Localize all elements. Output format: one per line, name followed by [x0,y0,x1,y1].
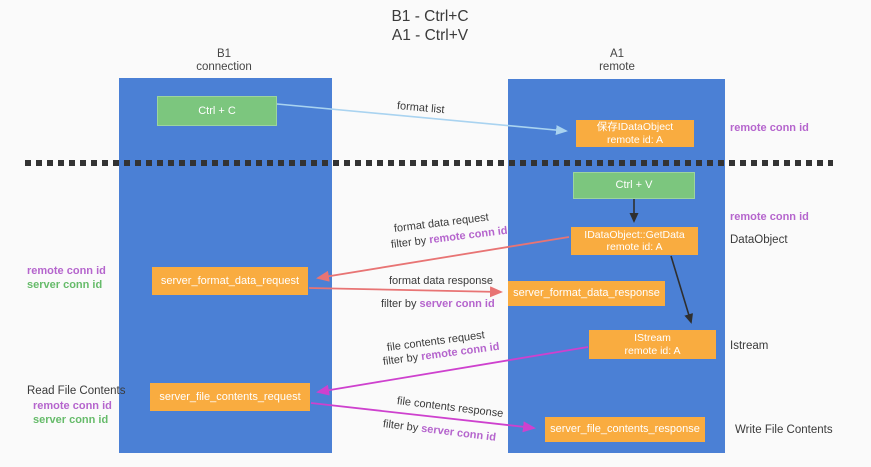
label-file-contents-response: file contents response [396,395,504,420]
annotation-read-file-contents: Read File Contents [27,385,126,397]
label-format-data-response-filter: filter by server conn id [381,298,495,310]
node-ctrl-v: Ctrl + V [573,172,695,199]
node-server-file-contents-response-label: server_file_contents_response [550,423,700,436]
node-server-format-data-response: server_format_data_response [508,281,665,306]
node-server-format-data-request: server_format_data_request [152,267,308,295]
column-b1-role: connection [196,61,252,73]
annotation-remote-conn-id-top: remote conn id [730,122,809,134]
annotation-write-file-contents: Write File Contents [735,424,833,436]
filter-prefix: filter by [381,298,420,310]
annotation-left-remote-conn-id-top: remote conn id [27,265,106,277]
filter-prefix: filter by [390,234,430,251]
node-save-idataobject-line2: remote id: A [606,133,664,146]
node-server-file-contents-response: server_file_contents_response [545,417,705,442]
node-ctrl-c-label: Ctrl + C [198,104,236,117]
diagram-title: B1 - Ctrl+C A1 - Ctrl+V [330,7,530,45]
filter-prefix: filter by [382,418,422,435]
node-server-file-contents-request: server_file_contents_request [150,383,310,411]
annotation-left-server-conn-id-bottom: server conn id [33,414,109,426]
dashed-separator [25,160,833,166]
column-a1-name: A1 [609,48,625,60]
title-line-1: B1 - Ctrl+C [391,8,469,25]
label-file-contents-response-filter: filter by server conn id [382,418,496,444]
column-a1-role: remote [599,61,635,73]
node-idataobject-getdata: IDataObject::GetData remote id: A [571,227,698,255]
column-b1-name: B1 [216,48,232,60]
column-header-a1: A1 remote [542,48,692,74]
annotation-remote-conn-id-mid: remote conn id [730,211,809,223]
node-getdata-line1: IDataObject::GetData [584,228,685,241]
node-server-format-data-request-label: server_format_data_request [160,274,300,287]
arrow-format-data-response [308,286,503,298]
node-ctrl-v-label: Ctrl + V [615,179,653,192]
column-header-b1: B1 connection [149,48,299,74]
label-format-list: format list [396,100,446,117]
node-save-idataobject: 保存IDataObject remote id: A [576,120,694,147]
node-istream: IStream remote id: A [589,330,716,359]
node-save-idataobject-line1: 保存IDataObject [596,121,674,133]
annotation-left-server-conn-id-top: server conn id [27,279,103,291]
label-format-data-response: format data response [389,275,493,287]
node-server-file-contents-request-label: server_file_contents_request [159,390,301,403]
node-getdata-line2: remote id: A [606,241,663,253]
node-istream-line1: IStream [634,332,671,344]
node-istream-line2: remote id: A [624,344,681,357]
node-server-format-data-response-label: server_format_data_response [513,287,660,300]
annotation-left-remote-conn-id-bottom: remote conn id [33,400,112,412]
filter-key-server-conn-id: server conn id [420,422,497,444]
annotation-dataobject: DataObject [730,234,788,246]
node-ctrl-c: Ctrl + C [157,96,277,126]
filter-key-server-conn-id: server conn id [419,298,495,310]
annotation-istream: Istream [730,340,769,352]
title-line-2: A1 - Ctrl+V [391,27,469,44]
